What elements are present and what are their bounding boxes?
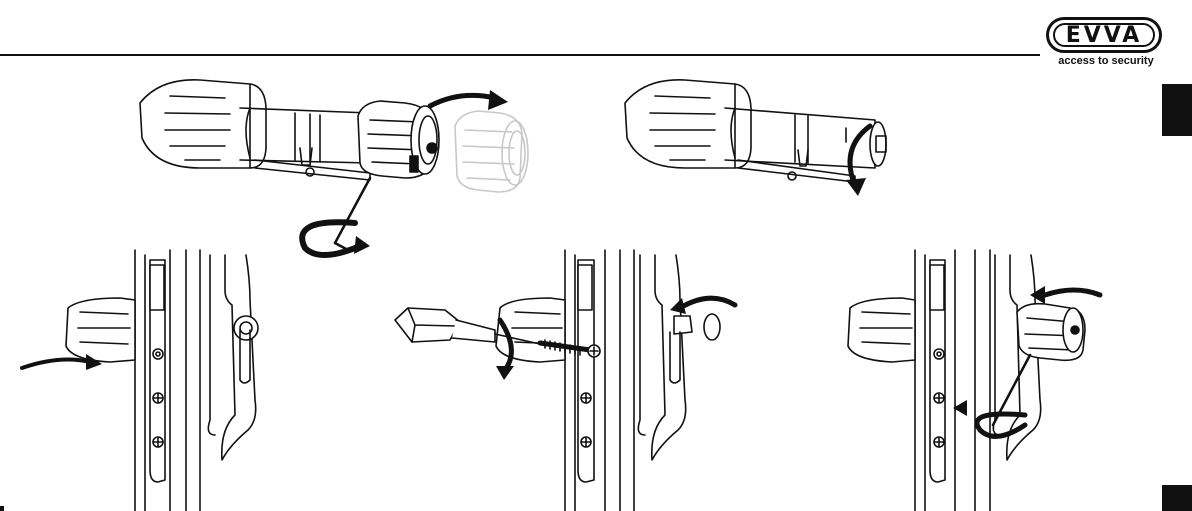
logo-inner-ring: EVVA [1053, 23, 1155, 47]
lock-faceplate [578, 260, 594, 482]
door-frame-panel-middle [390, 250, 750, 511]
section-tab-marker [1162, 84, 1192, 136]
logo-badge: EVVA [1046, 17, 1162, 53]
evva-logo: EVVA access to security [1046, 17, 1164, 67]
rotation-arrow-icon [850, 126, 870, 186]
electronic-knob [1017, 304, 1085, 361]
insert-arrow-icon [22, 360, 90, 368]
curved-arrow-icon [680, 298, 735, 308]
lever-handle [638, 255, 692, 460]
illustration-step-remove-knob [130, 68, 550, 268]
fixed-knob [625, 80, 751, 168]
page-number-block [1162, 485, 1192, 511]
inserted-knob [66, 298, 135, 362]
illustration-step-rotate-end [620, 68, 920, 218]
ghost-knob [455, 111, 528, 192]
lever-handle [208, 255, 258, 460]
logo-tagline: access to security [1048, 55, 1164, 67]
lock-faceplate [930, 260, 945, 482]
rotation-arrow-icon [1045, 290, 1100, 295]
curved-arrow-icon [302, 222, 360, 255]
header-rule [0, 54, 1040, 56]
hex-key-icon [335, 178, 370, 250]
logo-wordmark: EVVA [1066, 23, 1143, 48]
door-frame-panel-right [845, 250, 1145, 511]
door-frame-panel-left [0, 250, 300, 511]
lock-faceplate [150, 260, 165, 482]
inserted-knob [848, 298, 915, 362]
fixed-knob [140, 80, 266, 168]
removable-knob [358, 101, 439, 178]
retaining-ring [704, 314, 720, 340]
rotation-arrow-icon [430, 95, 495, 106]
